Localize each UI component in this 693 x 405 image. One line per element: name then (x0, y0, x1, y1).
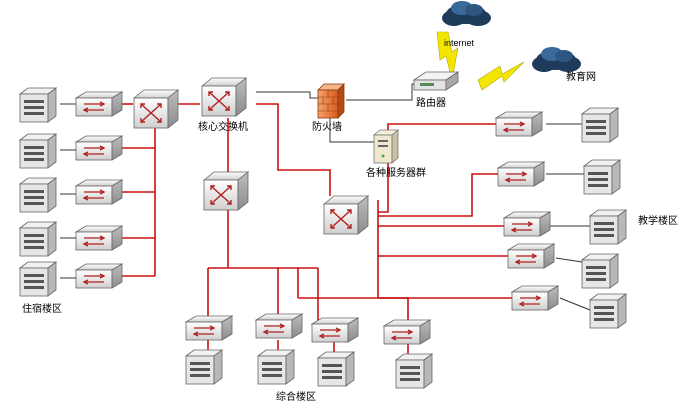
server-icon (19, 87, 57, 123)
links-dark (60, 83, 591, 311)
core-label: 核心交换机 (198, 120, 248, 133)
switch-icon (495, 111, 543, 137)
cloud-icon (532, 47, 581, 72)
dorm-agg-switch (133, 89, 179, 129)
link-general-sw4 (298, 297, 409, 320)
servers-label: 各种服务器群 (366, 166, 426, 179)
switch-icon (383, 319, 431, 345)
link-teach-sw1 (378, 123, 496, 213)
firewall-icon (317, 83, 345, 119)
server-icon (372, 129, 400, 164)
teach-servers (581, 107, 627, 329)
internet-cloud (442, 1, 491, 26)
server-icon (581, 253, 619, 289)
dorm-servers (19, 87, 57, 297)
switch-icon (511, 285, 559, 311)
link-core-teach (256, 103, 331, 196)
lightning-icon (477, 61, 525, 91)
switch-icon (75, 225, 123, 251)
server-group (372, 129, 400, 164)
firewall (317, 83, 345, 119)
link-firewall-servers (329, 118, 374, 143)
router-icon (412, 71, 460, 91)
switch-icon (497, 161, 545, 187)
server-icon (19, 177, 57, 213)
general-label: 综合楼区 (276, 390, 316, 403)
switch-icon (255, 313, 303, 339)
dorm-access-switches (75, 91, 123, 289)
server-icon (581, 107, 619, 143)
teach-agg-switch (323, 195, 369, 235)
core-switch (201, 77, 247, 117)
lightning-icon (436, 31, 459, 81)
switch-icon (75, 91, 123, 117)
internet-label: internet (444, 38, 475, 48)
edu-cloud (532, 47, 581, 72)
server-icon (583, 159, 621, 195)
general-servers (185, 349, 433, 389)
general-access-switches (185, 313, 431, 345)
switch-icon (507, 243, 555, 269)
link-teach-sw2 (378, 173, 498, 217)
router-label: 路由器 (416, 96, 446, 109)
link-firewall-router (346, 83, 418, 101)
server-icon (317, 351, 355, 387)
link-core-firewall (256, 91, 318, 99)
dorm-label: 住宿楼区 (22, 302, 62, 315)
switch-icon (201, 77, 247, 117)
switch-icon (75, 135, 123, 161)
switch-icon (75, 179, 123, 205)
server-icon (257, 349, 295, 385)
firewall-label: 防火墙 (312, 120, 342, 133)
switch-icon (323, 195, 369, 235)
general-agg-switch (203, 171, 249, 211)
edu-label: 教育网 (566, 70, 596, 83)
router (412, 71, 460, 91)
cloud-icon (442, 1, 491, 26)
server-icon (19, 221, 57, 257)
links (120, 103, 512, 356)
server-icon (19, 261, 57, 297)
switch-icon (75, 263, 123, 289)
server-icon (19, 133, 57, 169)
teach-access-switches (495, 111, 559, 311)
server-icon (185, 349, 223, 385)
switch-icon (185, 315, 233, 341)
switch-icon (311, 317, 359, 343)
switch-icon (133, 89, 179, 129)
teach-label: 教学楼区 (638, 214, 678, 227)
switch-icon (503, 211, 551, 237)
switch-icon (203, 171, 249, 211)
server-icon (589, 293, 627, 329)
server-icon (395, 353, 433, 389)
server-icon (589, 209, 627, 245)
